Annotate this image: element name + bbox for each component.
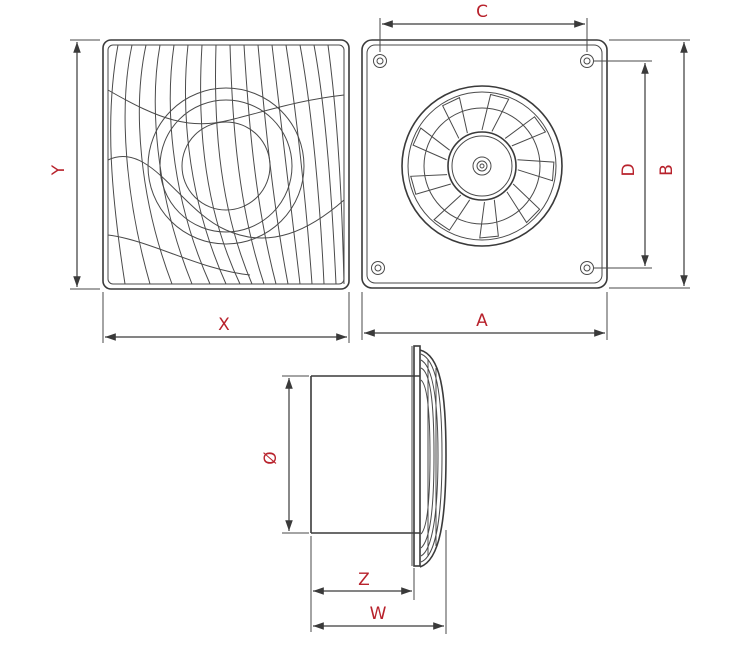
fan-blades (410, 93, 555, 239)
label-diameter: Ø (261, 451, 281, 464)
dimension-y: Y (49, 39, 100, 290)
grille-outer-frame (102, 39, 350, 290)
dimension-z: Z (310, 536, 415, 632)
grille-profile (419, 349, 447, 568)
grille-inner-frame (107, 44, 345, 285)
dimension-c: C (379, 2, 588, 52)
grille-rotor-ring (159, 99, 293, 233)
label-z: Z (358, 570, 370, 590)
back-plate-outer (361, 39, 608, 289)
dimension-x: X (102, 292, 350, 343)
dimension-diameter: Ø (261, 375, 309, 534)
back-view-fan (361, 39, 608, 289)
fan-blade (410, 174, 451, 195)
label-a: A (476, 311, 488, 331)
fan-housing-inner (407, 91, 557, 241)
dimension-b: B (609, 39, 690, 289)
motor-hub (447, 131, 517, 201)
fan-blade (504, 116, 547, 147)
mounting-plate-side (413, 345, 421, 567)
fan-blade (433, 194, 471, 231)
motor-shaft (472, 156, 492, 176)
dimension-w: W (313, 530, 447, 634)
dimension-a: A (361, 292, 608, 340)
fan-blade (481, 93, 510, 132)
label-x: X (218, 315, 230, 335)
label-d: D (619, 163, 639, 176)
mounting-holes (371, 54, 594, 275)
fan-blade (517, 159, 555, 182)
front-view-grille (102, 39, 350, 290)
label-c: C (476, 2, 488, 22)
label-w: W (370, 604, 387, 624)
dimension-d: D (594, 60, 652, 269)
fan-blade (506, 183, 541, 224)
label-y: Y (49, 164, 69, 176)
side-view (310, 345, 447, 568)
back-plate-inner (366, 44, 603, 284)
label-b: B (657, 164, 677, 176)
fan-blade (412, 127, 450, 161)
fan-housing-outer (401, 85, 563, 247)
grille-slats (107, 44, 345, 285)
grille-rotor-ring-outer (147, 87, 305, 245)
fan-blade (479, 199, 499, 239)
grille-rotor-hub (181, 121, 271, 211)
fan-blade (441, 96, 468, 139)
